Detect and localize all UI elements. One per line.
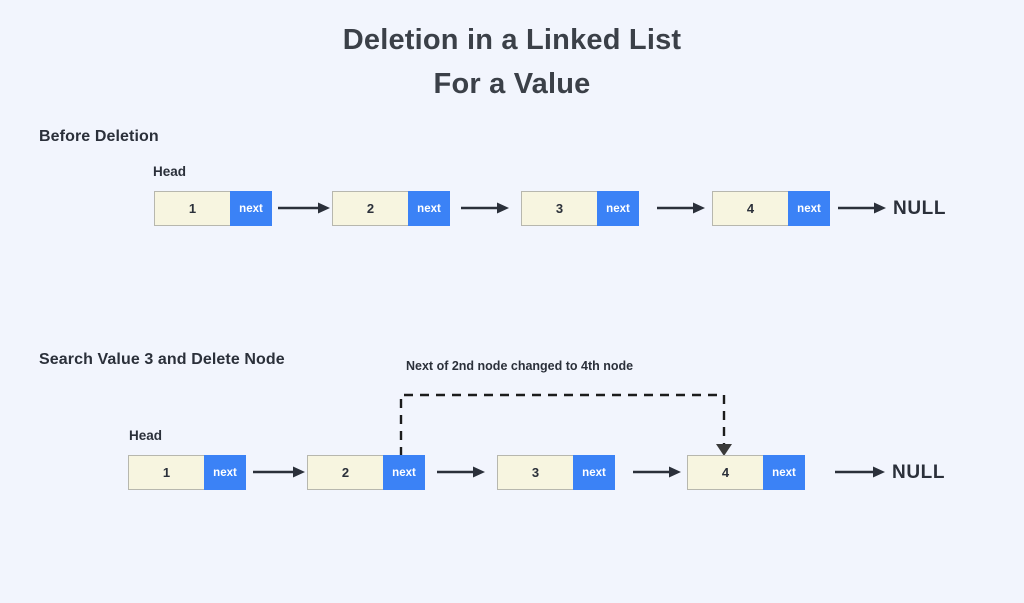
node-row2-3: 3 next — [497, 455, 615, 490]
node-next-pointer: next — [763, 455, 805, 490]
pointer-arrow-row2-null — [835, 466, 885, 478]
page-title-line-2: For a Value — [433, 68, 591, 100]
node-value: 2 — [332, 191, 408, 226]
node-row2-2: 2 next — [307, 455, 425, 490]
node-row2-1: 1 next — [128, 455, 246, 490]
node-next-pointer: next — [573, 455, 615, 490]
section-label-before-deletion: Before Deletion — [39, 128, 159, 145]
pointer-arrow-row1-3 — [657, 202, 705, 214]
node-row2-4: 4 next — [687, 455, 805, 490]
redirect-annotation: Next of 2nd node changed to 4th node — [406, 359, 634, 373]
node-row1-4: 4 next — [712, 191, 830, 226]
page-title-line-1: Deletion in a Linked List — [342, 24, 682, 56]
node-next-pointer: next — [788, 191, 830, 226]
null-terminator-row1: NULL — [893, 198, 947, 219]
head-label-row1: Head — [153, 164, 187, 179]
node-value: 1 — [154, 191, 230, 226]
node-value: 1 — [128, 455, 204, 490]
node-next-pointer: next — [597, 191, 639, 226]
node-next-pointer: next — [383, 455, 425, 490]
node-next-pointer: next — [230, 191, 272, 226]
null-terminator-row2: NULL — [892, 462, 946, 483]
redirect-dashed-path — [390, 388, 740, 466]
node-value: 2 — [307, 455, 383, 490]
head-label-row2: Head — [129, 428, 163, 443]
node-value: 4 — [712, 191, 788, 226]
node-row1-3: 3 next — [521, 191, 639, 226]
section-label-search-delete: Search Value 3 and Delete Node — [39, 351, 285, 368]
pointer-arrow-row1-1 — [278, 202, 330, 214]
node-next-pointer: next — [204, 455, 246, 490]
node-value: 3 — [521, 191, 597, 226]
node-row1-2: 2 next — [332, 191, 450, 226]
pointer-arrow-row2-3 — [633, 466, 681, 478]
pointer-arrow-row1-2 — [461, 202, 509, 214]
pointer-arrow-row2-2 — [437, 466, 485, 478]
node-value: 3 — [497, 455, 573, 490]
node-value: 4 — [687, 455, 763, 490]
pointer-arrow-row1-null — [838, 202, 886, 214]
node-row1-1: 1 next — [154, 191, 272, 226]
pointer-arrow-row2-1 — [253, 466, 305, 478]
node-next-pointer: next — [408, 191, 450, 226]
